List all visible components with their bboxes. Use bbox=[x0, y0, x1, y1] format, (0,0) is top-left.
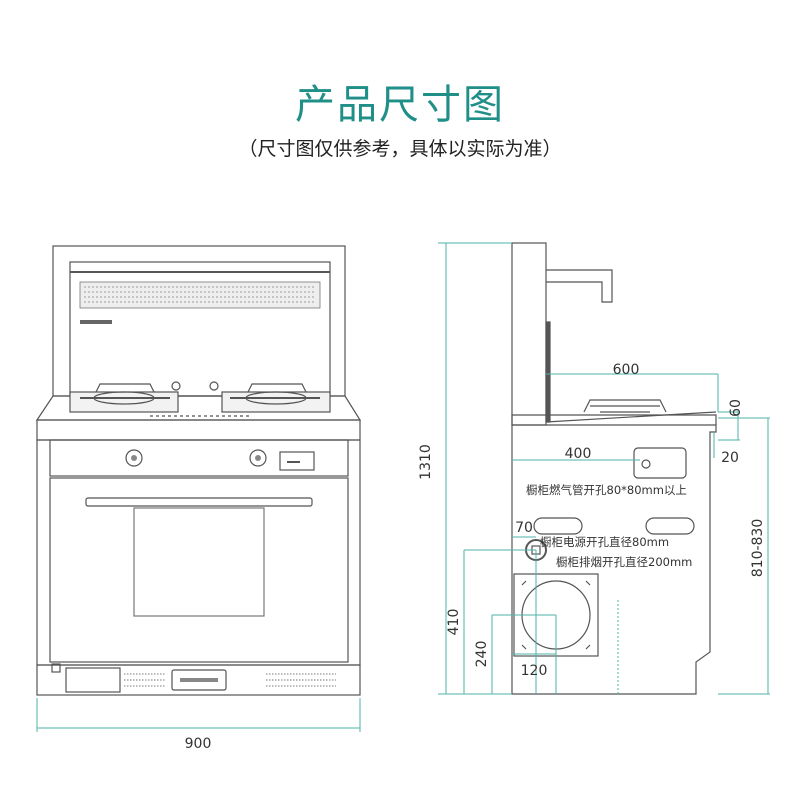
side-view bbox=[511, 242, 717, 695]
control-panel bbox=[49, 439, 349, 477]
base-vents bbox=[124, 673, 336, 687]
exhaust-offset-label: 120 bbox=[521, 663, 548, 679]
gas-hole bbox=[633, 447, 687, 479]
width-label: 900 bbox=[185, 736, 212, 752]
gas-offset-label: 400 bbox=[565, 446, 592, 462]
right-height-label: 810-830 bbox=[750, 519, 766, 578]
exhaust-hole-note: 橱柜排烟开孔直径200mm bbox=[556, 555, 692, 569]
left-knob bbox=[125, 449, 143, 467]
power-hole-note: 橱柜电源开孔直径80mm bbox=[540, 535, 669, 549]
side-cabinet bbox=[511, 424, 717, 695]
page-subtitle: （尺寸图仅供参考，具体以实际为准） bbox=[238, 138, 562, 160]
base-left-box bbox=[65, 667, 121, 693]
oven-window bbox=[133, 507, 265, 617]
vent-slots bbox=[84, 286, 316, 303]
cabinet-base bbox=[36, 664, 361, 696]
base-drawer bbox=[171, 669, 227, 691]
base-drawer-handle bbox=[180, 678, 218, 682]
front-view bbox=[35, 245, 362, 696]
height-label: 1310 bbox=[418, 444, 434, 480]
brand-logo bbox=[80, 320, 112, 324]
depth-label: 600 bbox=[613, 362, 640, 378]
burner-igniters bbox=[150, 381, 250, 417]
power-offset-label: 70 bbox=[515, 520, 533, 536]
cabinet-body bbox=[36, 439, 361, 666]
left-burner bbox=[69, 383, 179, 413]
right-burner bbox=[221, 383, 331, 413]
side-dimension-lines bbox=[438, 242, 770, 695]
side-back-panel bbox=[511, 242, 547, 426]
edge-label: 20 bbox=[721, 450, 739, 466]
exhaust-center-label: 240 bbox=[474, 641, 490, 668]
countertop-edge bbox=[36, 419, 361, 441]
vent-grille bbox=[79, 281, 321, 309]
side-glass-panel bbox=[545, 321, 551, 423]
side-burner bbox=[583, 399, 667, 413]
width-dimension bbox=[36, 698, 361, 732]
oven-door bbox=[49, 477, 349, 663]
page-title: 产品尺寸图 bbox=[295, 82, 505, 128]
top-gap-label: 60 bbox=[728, 399, 744, 417]
base-left-indicator bbox=[51, 663, 61, 673]
right-knob bbox=[249, 449, 267, 467]
side-hood-arm bbox=[546, 269, 613, 303]
side-countertop bbox=[511, 414, 717, 425]
cabinet-slot-right bbox=[645, 517, 695, 535]
exhaust-height-label: 410 bbox=[446, 609, 462, 636]
gas-hole-note: 橱柜燃气管开孔80*80mm以上 bbox=[526, 483, 687, 497]
oven-handle bbox=[85, 497, 313, 507]
display-window bbox=[279, 451, 315, 471]
cabinet-slot-left bbox=[533, 517, 583, 535]
